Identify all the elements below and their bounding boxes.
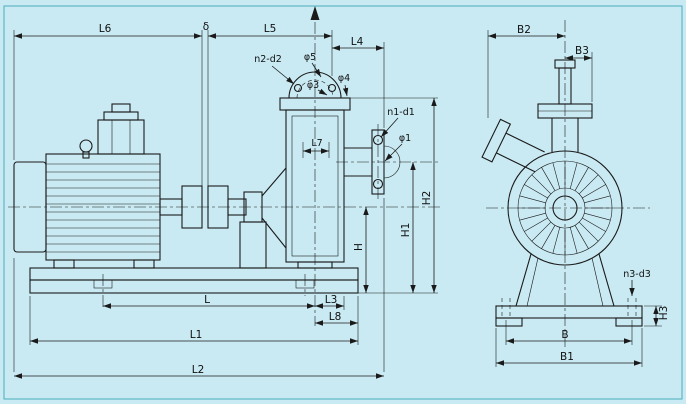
dim-label-b3: B3 — [575, 45, 589, 57]
casing-ribs — [518, 161, 612, 255]
dim-label-b: B — [561, 329, 568, 341]
dim-label-l8: L8 — [329, 311, 342, 323]
dim-label-b2: B2 — [517, 24, 531, 36]
right-view: B2 B3 n3-d3 H3 B B1 — [481, 20, 670, 367]
dim-label-phi4: φ4 — [338, 73, 350, 84]
flange-bolt-hole — [293, 83, 303, 93]
dim-label-b1: B1 — [560, 351, 574, 363]
left-view: L6 δ L5 L4 n2-d2 φ5 φ3 φ4 L7 n1-d1 φ1 H … — [8, 6, 442, 379]
flange-bolt-hole — [372, 134, 384, 146]
dim-label-phi3: φ3 — [307, 80, 319, 91]
lifting-eyebolt — [79, 139, 93, 153]
motor — [13, 103, 161, 269]
dim-label-l2: L2 — [192, 364, 205, 376]
dim-label-l: L — [204, 294, 210, 306]
flow-direction-arrow-icon — [310, 6, 320, 20]
dim-label-n1d1: n1-d1 — [387, 107, 415, 118]
dimension-l7 — [302, 142, 330, 158]
dim-label-n2d2: n2-d2 — [254, 54, 282, 65]
baseplate-end-view — [495, 298, 643, 327]
dim-label-l3: L3 — [325, 294, 338, 306]
dim-label-h3: H3 — [658, 306, 670, 321]
dim-label-delta: δ — [203, 21, 209, 33]
bearing-bracket — [239, 167, 287, 269]
dimension-lines-left-bottom — [13, 198, 385, 379]
flange-bolt-hole — [327, 83, 337, 93]
dim-label-l1: L1 — [190, 329, 203, 341]
base-foot — [615, 317, 643, 327]
motor-foot — [133, 259, 155, 269]
suction-flange — [344, 129, 401, 195]
dim-label-h2: H2 — [421, 191, 433, 206]
dim-label-n3d3: n3-d3 — [623, 269, 651, 280]
drawing-frame — [3, 5, 683, 400]
dim-label-h1: H1 — [400, 223, 412, 238]
discharge-flange — [279, 97, 351, 111]
discharge-flange-top — [537, 59, 593, 152]
leaders-left — [271, 62, 403, 162]
dimension-lines-left-right — [350, 97, 438, 294]
inlet-nozzle — [481, 118, 545, 173]
dim-label-l6: L6 — [99, 23, 112, 35]
dim-label-h: H — [353, 243, 365, 251]
dim-label-l7: L7 — [311, 138, 322, 149]
terminal-box — [97, 119, 145, 155]
centerlines-right — [486, 20, 650, 350]
coupling — [159, 185, 247, 229]
dim-label-l5: L5 — [264, 23, 277, 35]
dim-label-phi5: φ5 — [304, 52, 316, 63]
motor-foot — [53, 259, 75, 269]
dimension-lines-left-top — [13, 30, 385, 186]
support-pedestal — [515, 253, 615, 307]
flange-bolt-hole — [372, 178, 384, 190]
base-foot — [495, 317, 523, 327]
dim-label-phi1: φ1 — [399, 133, 411, 144]
baseplate — [29, 267, 359, 310]
dim-label-l4: L4 — [351, 36, 364, 48]
casing — [507, 150, 623, 266]
dimension-lines-right-view — [487, 30, 662, 367]
